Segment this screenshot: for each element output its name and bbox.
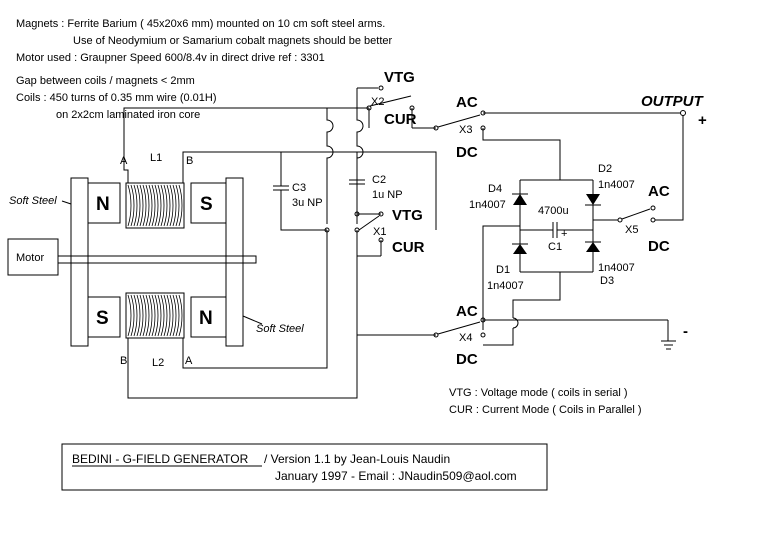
c3-label: C3 [292,182,306,194]
rotor-arm-right [225,177,244,347]
legend-cur: CUR : Current Mode ( Coils in Parallel ) [449,404,642,416]
x4-dc-label: DC [456,351,478,368]
x1-cur-label: CUR [392,239,425,256]
soft-steel-leader-top [61,200,72,205]
x5-dc-label: DC [648,238,670,255]
d1-part: 1n4007 [487,280,524,292]
c1-plus: + [561,228,567,240]
d1-label: D1 [496,264,510,276]
switch-x5[interactable]: AC DC X5 [593,113,684,255]
switch-x3[interactable]: AC DC X3 [433,94,683,180]
x4-ac-label: AC [456,303,478,320]
title-main: BEDINI - G-FIELD GENERATOR [72,452,249,466]
title-date: January 1997 - Email : JNaudin509@aol.co… [275,469,517,483]
switch-x2[interactable]: VTG CUR X2 [366,69,436,129]
coil-l2-label: L2 [152,357,164,369]
note-coils: Coils : 450 turns of 0.35 mm wire (0.01H… [16,92,217,104]
output-plus: + [698,112,707,129]
d4-label: D4 [488,183,502,195]
switch-x1[interactable]: VTG CUR X1 [324,207,425,257]
note-gap: Gap between coils / magnets < 2mm [16,75,195,87]
d3-label: D3 [600,275,614,287]
motor-shaft [57,255,257,264]
x2-label: X2 [371,96,384,108]
magnet-top-right-pole: S [200,194,213,215]
note-core: on 2x2cm laminated iron core [56,109,200,121]
x5-ac-label: AC [648,183,670,200]
x2-cur-label: CUR [384,111,417,128]
coil-windings [127,184,183,337]
capacitor-c2: C2 1u NP [349,152,403,210]
diode-d2 [586,194,600,205]
coil-l2-terminal-b: B [120,355,127,367]
bridge-rectifier: + 4700u C1 D4 1n4007 D2 1n4007 D1 1n4007… [469,163,635,346]
output-terminals: OUTPUT + - [641,93,707,350]
magnet-bottom-right [190,296,227,338]
c2-label: C2 [372,174,386,186]
c1-value: 4700u [538,205,569,217]
d3-part: 1n4007 [598,262,635,274]
title-version: / Version 1.1 by Jean-Louis Naudin [264,452,450,466]
coil-l2-terminal-a: A [185,355,193,367]
note-magnets: Magnets : Ferrite Barium ( 45x20x6 mm) m… [16,18,385,30]
magnet-bottom-left-pole: S [96,308,109,329]
c3-value: 3u NP [292,197,323,209]
coil-l1-terminal-b: B [186,155,193,167]
soft-steel-label-bottom: Soft Steel [256,323,304,335]
coil-l1-label: L1 [150,152,162,164]
x3-label: X3 [459,124,472,136]
x3-dc-label: DC [456,144,478,161]
switch-x4[interactable]: AC DC X4 [356,256,668,368]
wire-l2-a [182,230,328,369]
magnet-bottom-right-pole: N [199,308,213,329]
magnet-top-left [87,182,121,224]
x2-vtg-label: VTG [384,69,415,86]
coil-core-l2 [125,292,185,339]
magnet-top-left-pole: N [96,194,110,215]
rotor-arm-left [70,177,89,347]
x5-label: X5 [625,224,638,236]
output-label: OUTPUT [641,93,705,110]
wire-x1-a-riser [326,108,334,224]
x4-label: X4 [459,332,472,344]
x1-label: X1 [373,226,386,238]
title-block: BEDINI - G-FIELD GENERATOR / Version 1.1… [61,443,548,491]
d4-part: 1n4007 [469,199,506,211]
note-motor: Motor used : Graupner Speed 600/8.4v in … [16,52,325,64]
diode-d1 [513,244,527,254]
x1-vtg-label: VTG [392,207,423,224]
d2-label: D2 [598,163,612,175]
soft-steel-label-top: Soft Steel [9,195,57,207]
soft-steel-leader-bottom [242,315,263,325]
x3-ac-label: AC [456,94,478,111]
c1-label: C1 [548,241,562,253]
generator-assembly: Motor N S S N A L1 B B L2 A Soft Steel S… [7,152,304,369]
legend-vtg: VTG : Voltage mode ( coils in serial ) [449,387,628,399]
output-minus: - [683,323,688,340]
diode-d3 [586,242,600,252]
coil-core-l1 [125,182,185,229]
diode-d4 [513,194,527,205]
note-neodymium: Use of Neodymium or Samarium cobalt magn… [73,35,392,47]
wire-l1-b [182,151,437,230]
wire-l1-a [123,107,369,183]
c2-value: 1u NP [372,189,403,201]
motor-label: Motor [16,252,44,264]
coil-wiring [123,87,437,399]
d2-part: 1n4007 [598,179,635,191]
wire-x2-riser [356,88,364,224]
magnet-bottom-left [87,296,121,338]
magnet-top-right [190,182,227,224]
capacitor-c3: C3 3u NP [273,152,327,231]
